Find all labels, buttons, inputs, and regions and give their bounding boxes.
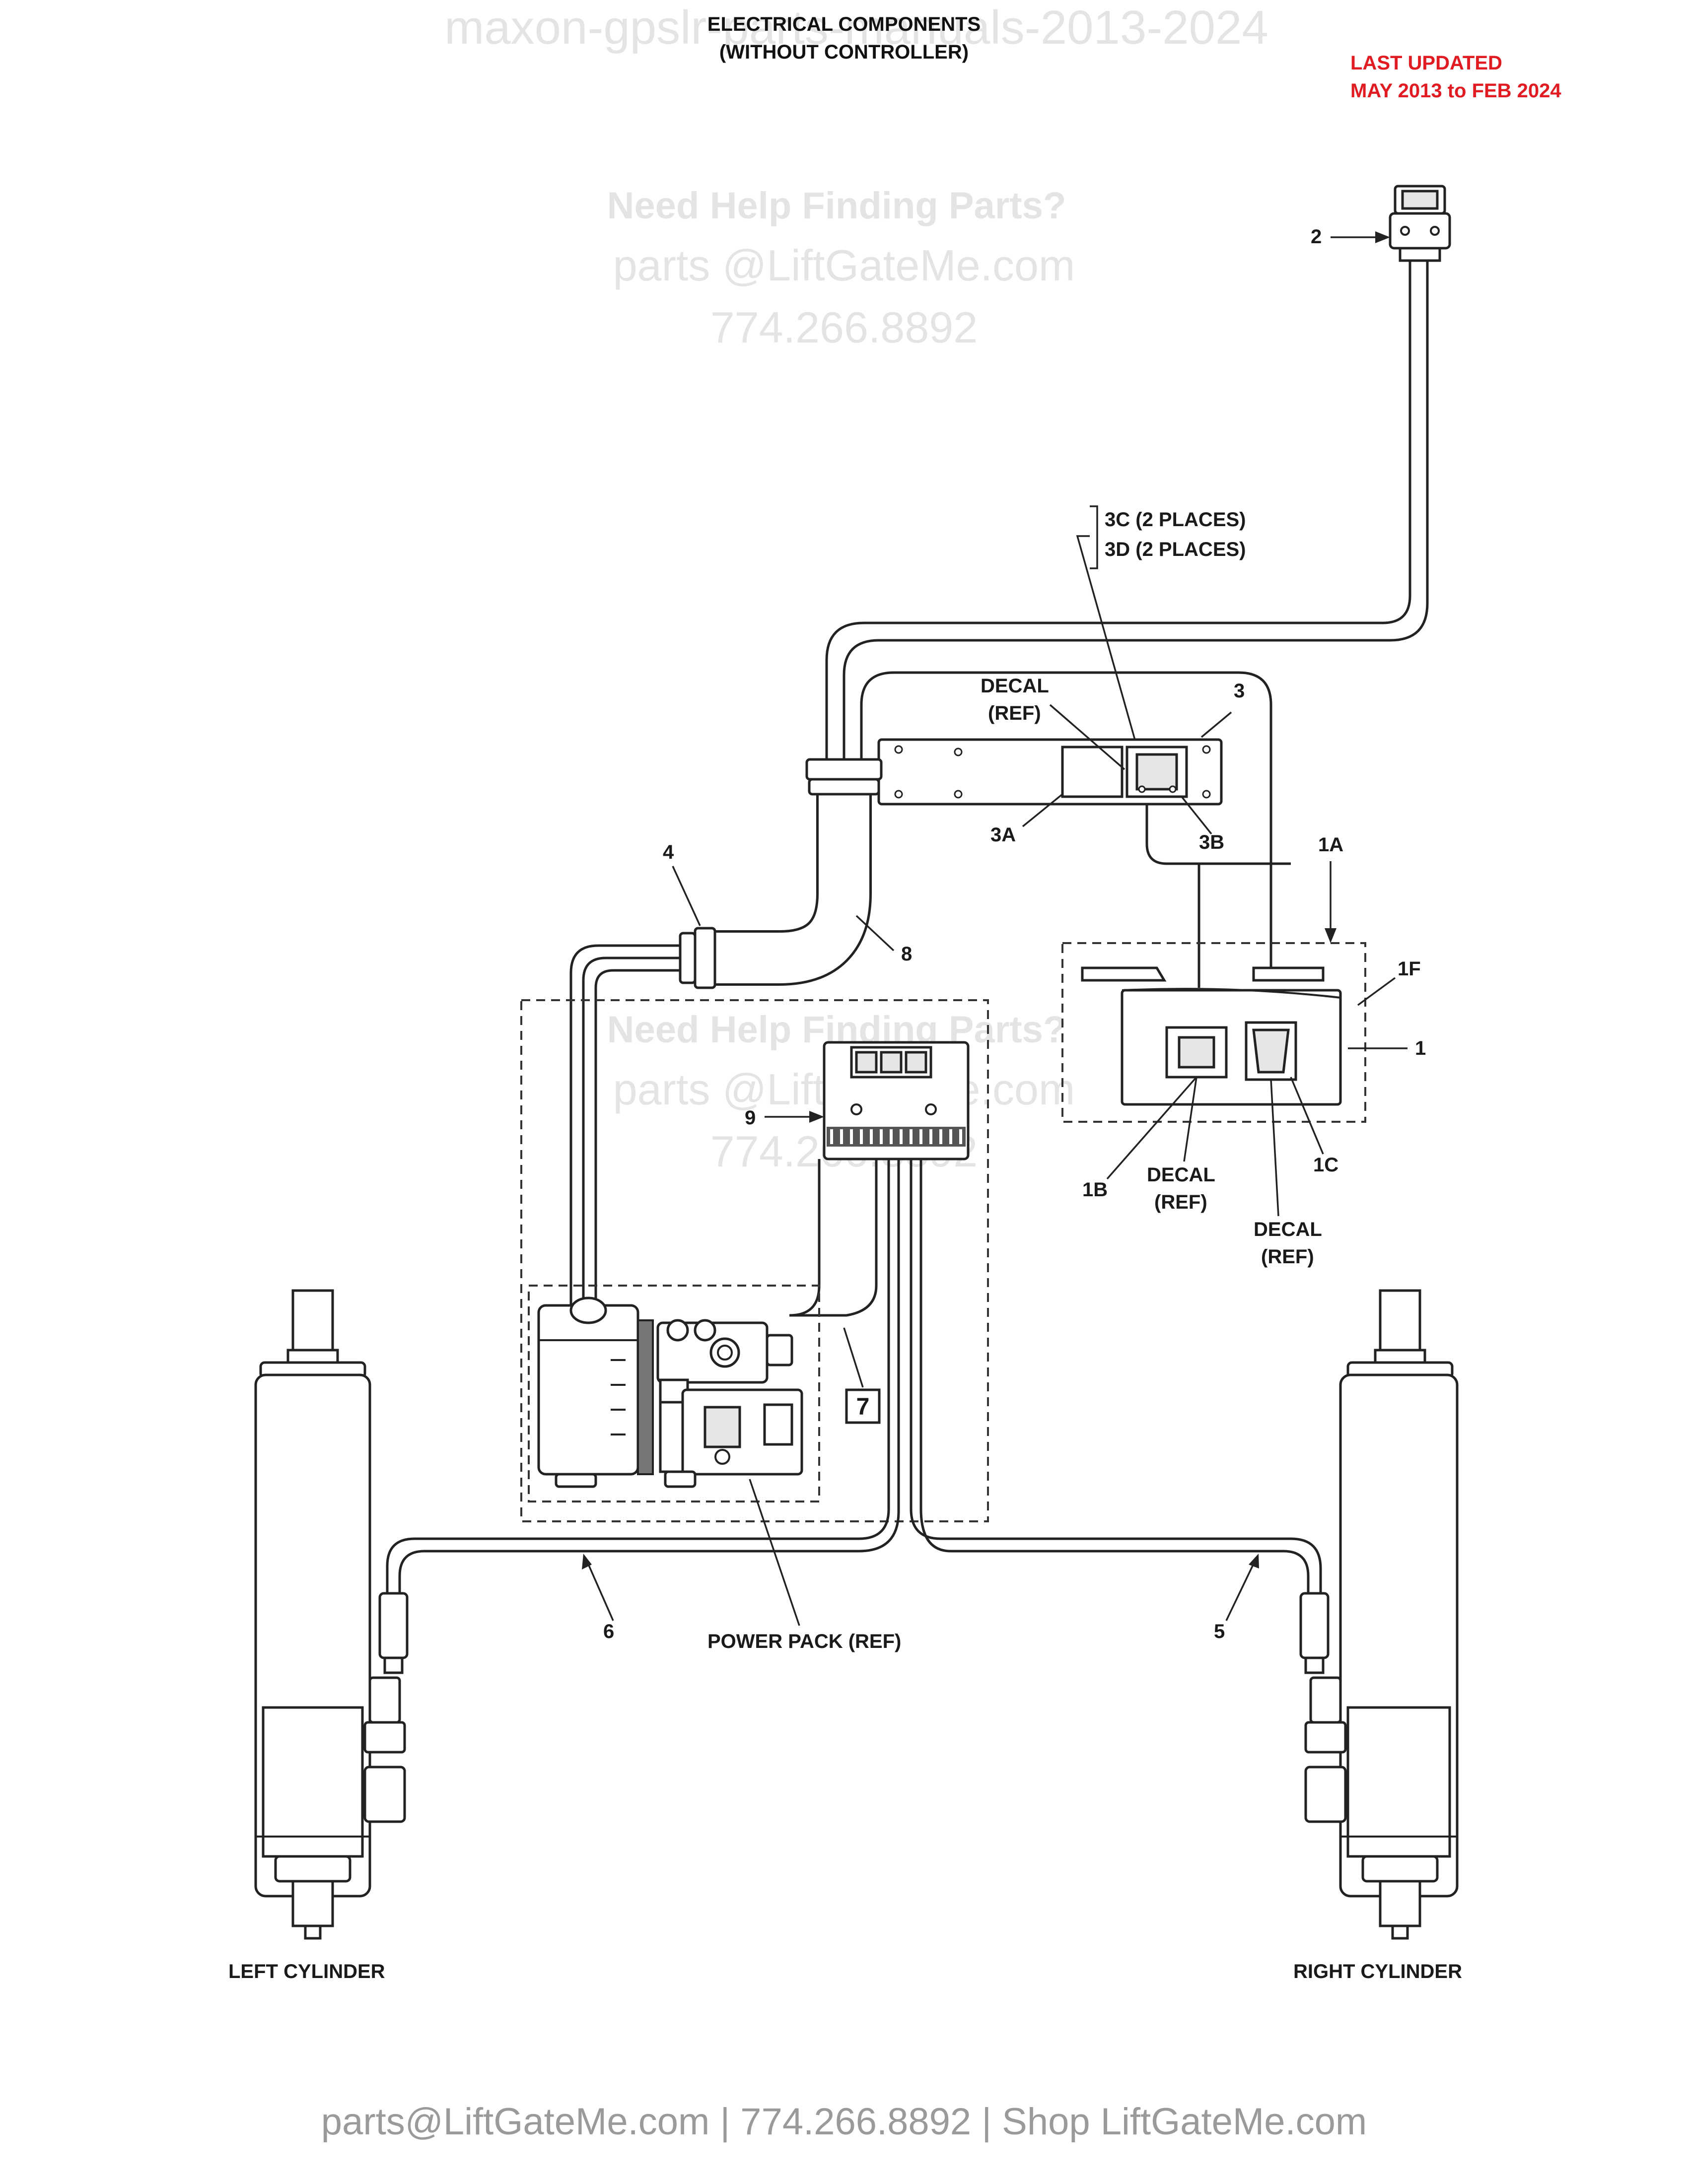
- decal-mid-line1: DECAL: [1147, 1164, 1215, 1186]
- right-cylinder: [1299, 1289, 1459, 1940]
- callout-7-box: [845, 1388, 881, 1424]
- footer-contact: parts@LiftGateMe.com | 774.266.8892 | Sh…: [321, 2101, 1367, 2143]
- callout-1f: 1F: [1398, 958, 1421, 980]
- decal-top-line1: DECAL: [981, 675, 1049, 697]
- conduit-to-powerpack-cable: [569, 944, 680, 1310]
- power-pack-label: POWER PACK (REF): [707, 1631, 901, 1652]
- callout-3: 3: [1234, 680, 1245, 702]
- decal-low-line1: DECAL: [1254, 1219, 1322, 1240]
- callout-8: 8: [901, 943, 912, 965]
- power-pack: [537, 1297, 803, 1488]
- last-updated-label: LAST UPDATED: [1350, 52, 1502, 74]
- switch-box: [1081, 966, 1342, 1106]
- conduit-elbow: [679, 758, 883, 989]
- plug-connector: [1389, 185, 1451, 262]
- callout-1c: 1C: [1313, 1154, 1338, 1176]
- callout-6: 6: [603, 1621, 614, 1642]
- callout-3d: 3D (2 PLACES): [1105, 539, 1246, 560]
- watermark-title: maxon-gpslr-parts-manuals-2013-2024: [444, 1, 1268, 54]
- power-pack-boundary: [520, 999, 989, 1522]
- callout-3c: 3C (2 PLACES): [1105, 509, 1246, 531]
- left-cylinder: [254, 1289, 409, 1940]
- decal-low-line2: (REF): [1261, 1246, 1314, 1268]
- callout-9: 9: [745, 1107, 756, 1129]
- right-cylinder-label: RIGHT CYLINDER: [1293, 1961, 1462, 1982]
- watermark-help-line: Need Help Finding Parts?: [607, 185, 1066, 227]
- last-updated-range: MAY 2013 to FEB 2024: [1350, 80, 1561, 102]
- main-harness-cable: [825, 258, 1429, 968]
- callout-4: 4: [663, 841, 674, 863]
- left-cylinder-cable: [386, 1159, 900, 1593]
- callout-1a: 1A: [1318, 834, 1343, 856]
- callout-2: 2: [1311, 226, 1322, 248]
- page-title-line2: (WITHOUT CONTROLLER): [719, 41, 969, 63]
- switch-mounting-plate: [877, 738, 1223, 806]
- callout-1: 1: [1415, 1037, 1426, 1059]
- callout-3b: 3B: [1199, 831, 1224, 853]
- watermark-help-top: Need Help Finding Parts? parts @LiftGate…: [607, 185, 1075, 352]
- callout-3a: 3A: [990, 824, 1016, 846]
- callout-7: 7: [856, 1394, 870, 1420]
- decal-mid-line2: (REF): [1154, 1191, 1207, 1213]
- right-cylinder-cable: [910, 1159, 1322, 1593]
- callout-1b: 1B: [1082, 1179, 1108, 1201]
- left-cylinder-label: LEFT CYLINDER: [228, 1961, 385, 1982]
- page-title-line1: ELECTRICAL COMPONENTS: [707, 13, 981, 35]
- decal-top-line2: (REF): [988, 702, 1041, 724]
- switch-assembly-boundary: [1061, 942, 1366, 1123]
- callout-5: 5: [1214, 1621, 1225, 1642]
- watermark-email-line: parts @LiftGateMe.com: [613, 241, 1075, 290]
- watermark-phone-line: 774.266.8892: [710, 303, 978, 352]
- motor-cable: [789, 1159, 821, 1317]
- terminal-block: [823, 1041, 970, 1160]
